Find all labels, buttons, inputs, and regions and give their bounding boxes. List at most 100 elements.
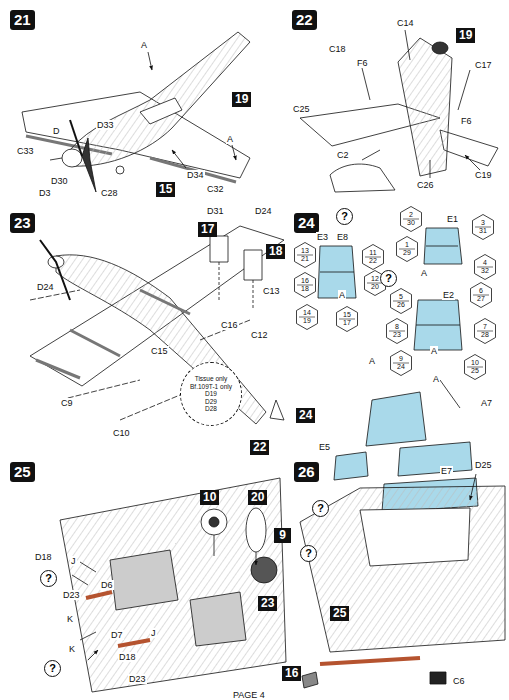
option-circle: ? <box>380 270 397 287</box>
callout-number: 21 <box>299 255 311 263</box>
step-number: 22 <box>292 10 317 30</box>
part-hex: 924 <box>390 350 412 376</box>
part-hex: 1025 <box>464 354 486 380</box>
part-label: D33 <box>96 120 115 130</box>
callout-number: 1 <box>401 241 413 249</box>
callout-number: 23 <box>261 597 274 610</box>
callout-number: ? <box>41 571 56 586</box>
part-label: C2 <box>336 150 350 160</box>
part-label: C26 <box>416 180 435 190</box>
part-hex: 1321 <box>294 242 316 268</box>
callout-number: 2 <box>405 211 417 219</box>
part-hex: 1122 <box>362 244 384 270</box>
callout-number: 3 <box>477 219 489 227</box>
part-label: A <box>430 346 438 356</box>
callout-number: 25 <box>333 607 346 620</box>
callout-number: ? <box>45 661 60 676</box>
callout-number: 5 <box>395 293 407 301</box>
part-label: F6 <box>460 116 473 126</box>
subassembly-badge: 23 <box>258 596 277 611</box>
part-hex: 331 <box>472 214 494 240</box>
part-hex: 230 <box>400 206 422 232</box>
part-label: C6 <box>452 676 466 686</box>
subassembly-badge: 9 <box>274 528 291 543</box>
note-text: D19 <box>189 390 233 398</box>
part-label: D25 <box>474 460 493 470</box>
part-hex: 627 <box>470 282 492 308</box>
part-label: E3 <box>316 232 329 242</box>
part-label: K <box>66 614 74 624</box>
part-label: D24 <box>36 282 55 292</box>
part-label: D34 <box>186 170 205 180</box>
part-label: J <box>150 628 157 638</box>
part-label: D3 <box>38 188 52 198</box>
part-label: C19 <box>474 170 493 180</box>
part-label: C33 <box>16 146 35 156</box>
callout-number: 9 <box>277 529 288 542</box>
callout-number: 28 <box>479 331 491 339</box>
part-label: J <box>70 556 77 566</box>
callout-number: 18 <box>269 245 282 258</box>
part-label: C25 <box>292 104 311 114</box>
callout-number: 32 <box>479 267 491 275</box>
option-circle: ? <box>300 545 317 562</box>
part-hex: 1618 <box>294 272 316 298</box>
part-label: C16 <box>220 320 239 330</box>
callout-number: 17 <box>341 319 353 327</box>
part-hex: 129 <box>396 236 418 262</box>
note-outline: Tissue only Bf.109T-1 onlyD19D29D28 <box>180 362 242 426</box>
callout-number: 4 <box>479 259 491 267</box>
step-number: 24 <box>294 213 319 233</box>
part-label: D18 <box>118 652 137 662</box>
part-label: C10 <box>112 428 131 438</box>
step-number: 26 <box>294 462 319 482</box>
step-number: 21 <box>10 10 35 30</box>
option-circle: ? <box>44 660 61 677</box>
callout-number: 18 <box>299 285 311 293</box>
callout-number: 24 <box>299 409 312 422</box>
callout-number: 25 <box>14 464 31 480</box>
callout-number: 10 <box>469 359 481 367</box>
callout-number: 17 <box>201 223 214 236</box>
callout-number: 24 <box>298 215 315 231</box>
callout-number: 20 <box>369 283 381 291</box>
part-hex: 728 <box>474 318 496 344</box>
callout-number: 27 <box>475 295 487 303</box>
callout-number: 16 <box>299 277 311 285</box>
subassembly-badge: 19 <box>456 28 475 43</box>
part-label: A <box>226 134 234 144</box>
callout-number: 26 <box>298 464 315 480</box>
callout-number: 22 <box>253 441 266 454</box>
part-label: F6 <box>356 58 369 68</box>
callout-number: 21 <box>14 12 31 28</box>
callout-number: 24 <box>395 363 407 371</box>
part-label: C13 <box>262 286 281 296</box>
step-number: 23 <box>10 213 35 233</box>
callout-number: 23 <box>14 215 31 231</box>
part-label: D <box>52 126 61 136</box>
part-hex: 1419 <box>296 304 318 330</box>
callout-number: 10 <box>203 491 216 504</box>
part-label: C28 <box>100 188 119 198</box>
subassembly-badge: 25 <box>330 606 349 621</box>
part-label: C15 <box>150 346 169 356</box>
part-label: D6 <box>100 580 114 590</box>
callout-number: 13 <box>299 247 311 255</box>
callout-number: ? <box>381 271 396 286</box>
part-hex: 1517 <box>336 306 358 332</box>
part-hex: 432 <box>474 254 496 280</box>
callout-number: 31 <box>477 227 489 235</box>
subassembly-badge: 10 <box>200 490 219 505</box>
part-label: D7 <box>110 630 124 640</box>
callout-number: 30 <box>405 219 417 227</box>
step-number: 25 <box>10 462 35 482</box>
callout-number: ? <box>337 209 352 224</box>
note-text: Tissue only Bf.109T-1 only <box>189 375 233 390</box>
callout-number: 22 <box>296 12 313 28</box>
part-label: A <box>420 268 428 278</box>
option-circle: ? <box>312 500 329 517</box>
subassembly-badge: 19 <box>232 92 251 107</box>
part-label: C32 <box>206 184 225 194</box>
callout-number: 26 <box>395 301 407 309</box>
part-label: A <box>140 40 148 50</box>
